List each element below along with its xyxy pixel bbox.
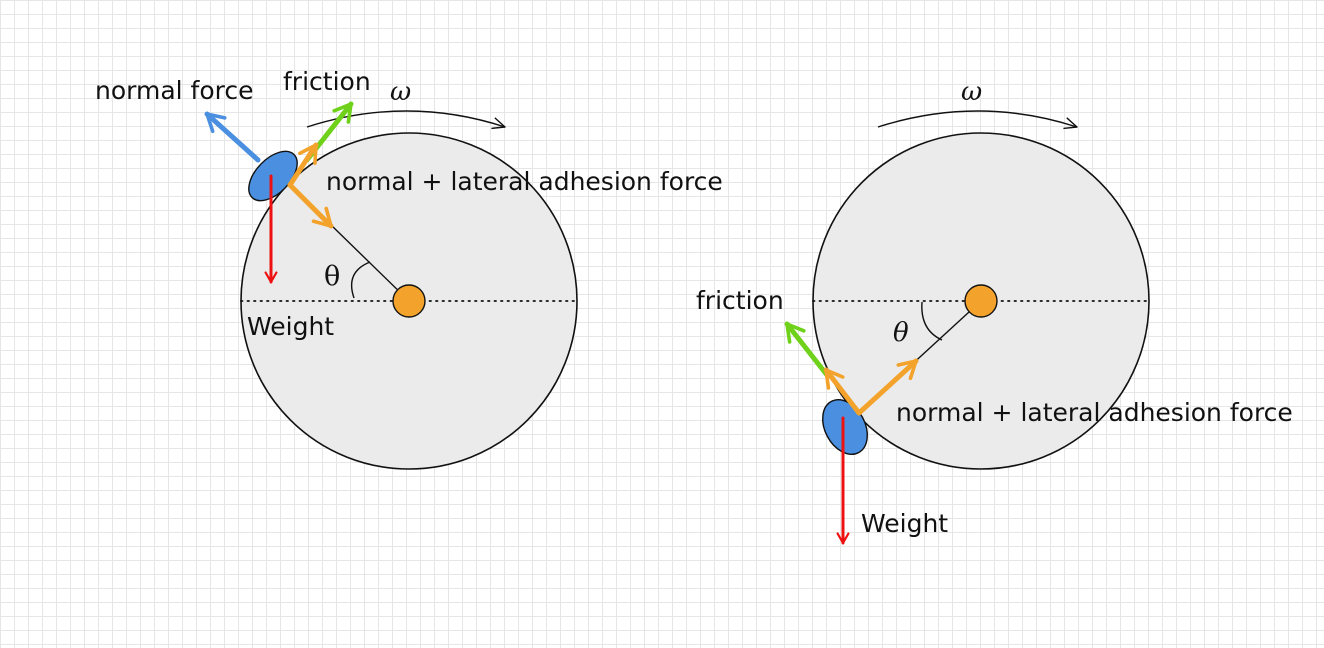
theta-label: θ [893, 318, 909, 348]
left-panel: θ ω normal force friction normal + later… [95, 67, 723, 470]
lateral-adhesion-arrow [287, 142, 319, 188]
friction-label: friction [283, 67, 371, 96]
normal-adhesion-arrow [856, 358, 919, 416]
body-object [248, 150, 298, 202]
lateral-adhesion-arrow [823, 367, 862, 416]
weight-label: Weight [247, 312, 334, 341]
theta-arc [350, 261, 371, 299]
omega-label: ω [390, 77, 411, 107]
theta-arc [921, 301, 943, 341]
hub [392, 284, 426, 318]
adhesion-force-label: normal + lateral adhesion force [326, 167, 723, 196]
rotation-arrow [306, 110, 505, 127]
weight-label: Weight [861, 509, 948, 538]
normal-force-label: normal force [95, 76, 254, 105]
friction-arrow [784, 321, 830, 378]
hub [964, 284, 998, 318]
adhesion-force-label: normal + lateral adhesion force [896, 398, 1293, 427]
right-panel: θ ω friction normal + lateral adhesion f… [696, 77, 1293, 545]
normal-adhesion-arrow [287, 182, 334, 229]
theta-label: θ [324, 261, 340, 292]
friction-label: friction [696, 286, 784, 315]
omega-label: ω [961, 77, 982, 107]
rotation-arrow [877, 110, 1077, 127]
normal-force-arrow [204, 111, 261, 163]
